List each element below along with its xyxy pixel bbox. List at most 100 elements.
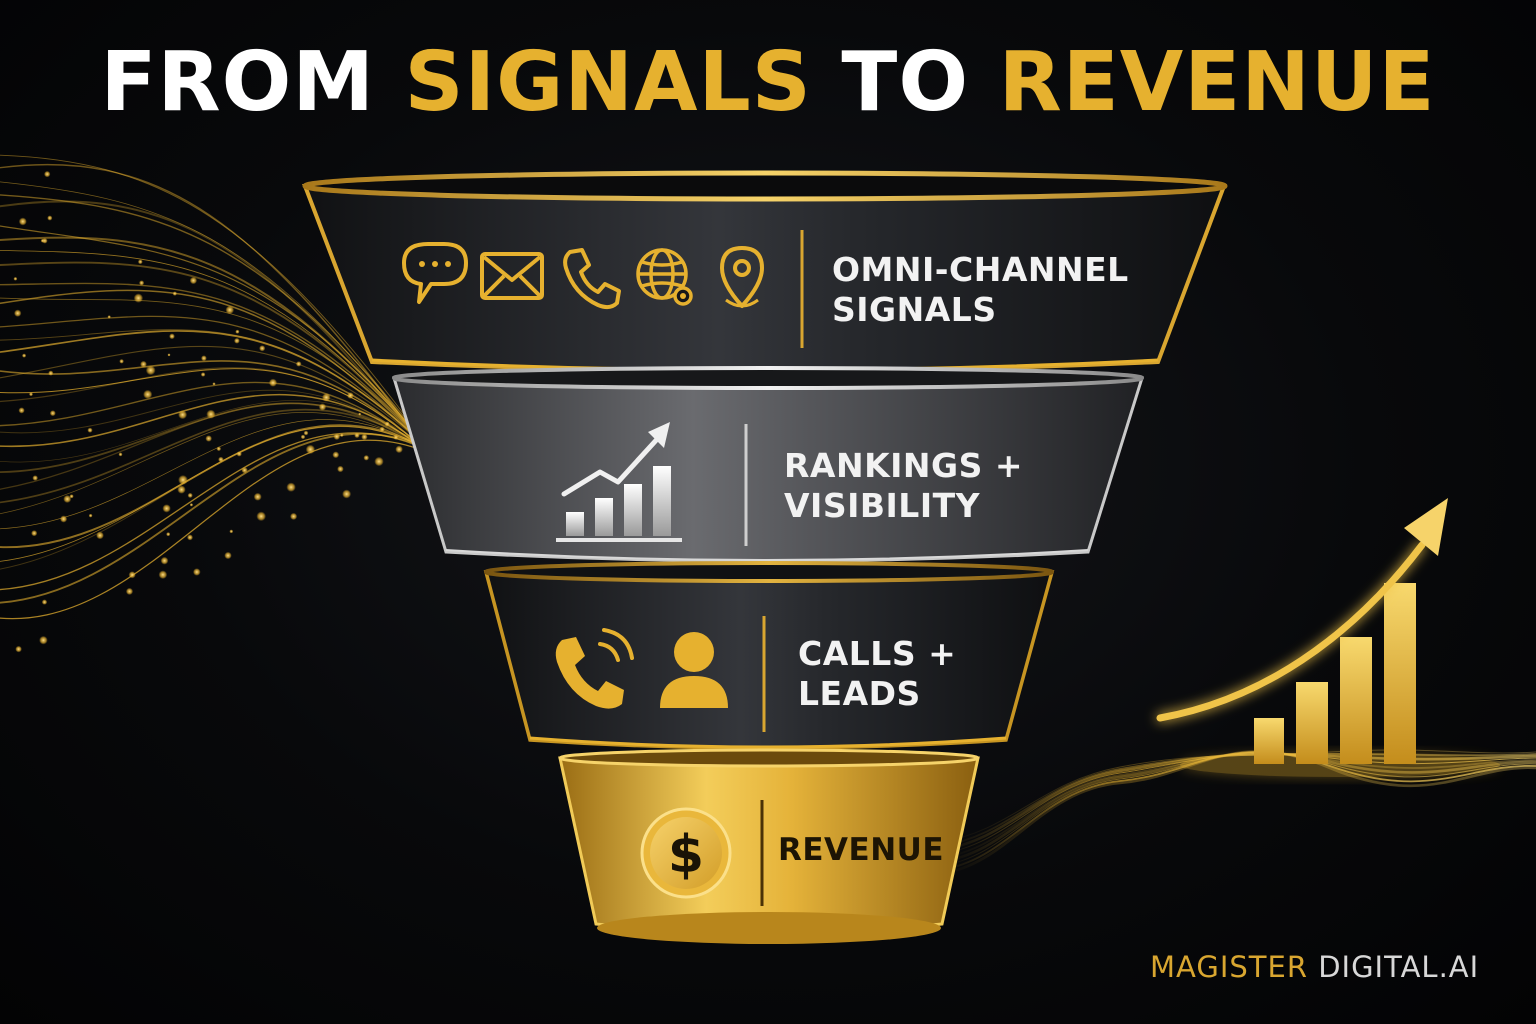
stream-particle <box>140 360 147 368</box>
stream-particle <box>379 426 385 432</box>
stream-particle <box>18 217 27 226</box>
stream-particle <box>354 432 360 439</box>
stream-line <box>0 345 431 452</box>
stream-particle <box>241 467 248 474</box>
title-part-3: TO <box>841 35 970 130</box>
stream-particle <box>60 515 68 523</box>
page-title: FROM SIGNALS TO REVENUE <box>0 42 1536 124</box>
stream-particle <box>178 410 188 420</box>
stream-particle <box>189 276 198 285</box>
stream-particle <box>39 635 48 645</box>
stream-particle <box>342 489 352 499</box>
stream-particle <box>318 403 327 411</box>
stream-particle <box>206 409 216 419</box>
brand-part-1: MAGISTER <box>1150 950 1308 984</box>
stream-particle <box>216 446 222 452</box>
growth-bar <box>1340 637 1372 764</box>
globe-gear-icon <box>636 248 693 306</box>
title-part-1: FROM <box>100 35 375 130</box>
phone-icon <box>563 248 621 310</box>
funnel-stage-calls <box>483 561 1055 750</box>
stream-particle <box>235 329 240 334</box>
stream-line <box>0 433 431 604</box>
stream-particle <box>169 333 175 340</box>
stage-label-revenue: REVENUE <box>778 832 944 870</box>
stream-particle <box>347 392 354 399</box>
stream-particle <box>145 365 156 376</box>
stream-particle <box>167 353 171 357</box>
chat-bubble-icon <box>402 242 468 304</box>
stream-particle <box>158 570 168 579</box>
stream-particle <box>47 215 53 221</box>
stream-line <box>0 225 431 451</box>
stream-particle <box>29 392 33 397</box>
stream-particle <box>88 513 93 518</box>
stream-line <box>0 393 431 455</box>
stream-particle <box>340 433 344 438</box>
stream-particle <box>384 421 390 427</box>
growth-bar-chart-icon <box>556 422 682 542</box>
stream-line <box>0 439 431 620</box>
stage-label-line: SIGNALS <box>832 290 997 330</box>
stream-particle <box>139 280 145 286</box>
funnel-stage-signals <box>302 170 1228 373</box>
stream-particle <box>178 475 188 485</box>
stream-particle <box>333 433 341 441</box>
stream-particle <box>229 529 234 534</box>
funnel-rim <box>392 366 1144 390</box>
stream-particle <box>201 355 207 362</box>
funnel-stage-rankings <box>391 366 1145 563</box>
stream-particle <box>224 551 232 560</box>
stream-particle <box>107 315 111 319</box>
stream-line <box>0 367 431 454</box>
stream-particle <box>31 530 38 537</box>
growth-bar <box>1254 718 1284 764</box>
stage-label-signals: OMNI-CHANNEL SIGNALS <box>832 250 1129 331</box>
brand-logo: MAGISTER DIGITAL.AI <box>1150 950 1479 984</box>
person-icon <box>660 632 728 708</box>
stream-line <box>0 181 431 454</box>
stream-line <box>0 360 431 456</box>
stream-particle <box>143 389 153 399</box>
stream-particle <box>236 451 242 457</box>
stream-particle <box>177 485 186 494</box>
stream-line <box>0 154 431 450</box>
svg-text:$: $ <box>668 825 704 885</box>
stage-label-rankings: RANKINGS + VISIBILITY <box>784 446 1023 527</box>
stream-line <box>0 330 431 451</box>
stream-particle <box>303 430 309 436</box>
stream-particle <box>234 337 240 344</box>
stream-particle <box>96 531 104 540</box>
stream-particle <box>32 475 38 481</box>
stream-particle <box>305 444 316 455</box>
stage-label-line: REVENUE <box>778 832 945 868</box>
stream-particle <box>48 370 54 376</box>
stream-particle <box>259 345 266 352</box>
stream-line <box>0 419 431 529</box>
funnel-stage-revenue: $ <box>558 748 980 944</box>
growth-arrow-head <box>1404 498 1448 556</box>
stream-particle <box>218 456 224 463</box>
stream-line <box>0 389 431 456</box>
stream-particle <box>395 445 403 454</box>
stream-particle <box>337 465 344 473</box>
stream-particle <box>87 427 93 433</box>
stream-line <box>0 408 431 504</box>
stream-particle <box>14 309 22 317</box>
stage-label-calls: CALLS + LEADS <box>798 634 956 715</box>
stream-particle <box>160 556 169 565</box>
stream-line <box>0 236 431 451</box>
stream-particle <box>137 259 143 265</box>
stream-line <box>0 282 431 451</box>
stream-particle <box>18 407 25 414</box>
stream-particle <box>256 511 267 522</box>
stream-particle <box>322 393 331 402</box>
stream-line <box>0 250 431 452</box>
stream-particle <box>189 503 194 507</box>
stream-particle <box>200 372 206 377</box>
stream-particle <box>133 293 144 303</box>
stage-label-line: OMNI-CHANNEL <box>832 250 1129 289</box>
stage-label-line: CALLS + <box>798 634 957 673</box>
